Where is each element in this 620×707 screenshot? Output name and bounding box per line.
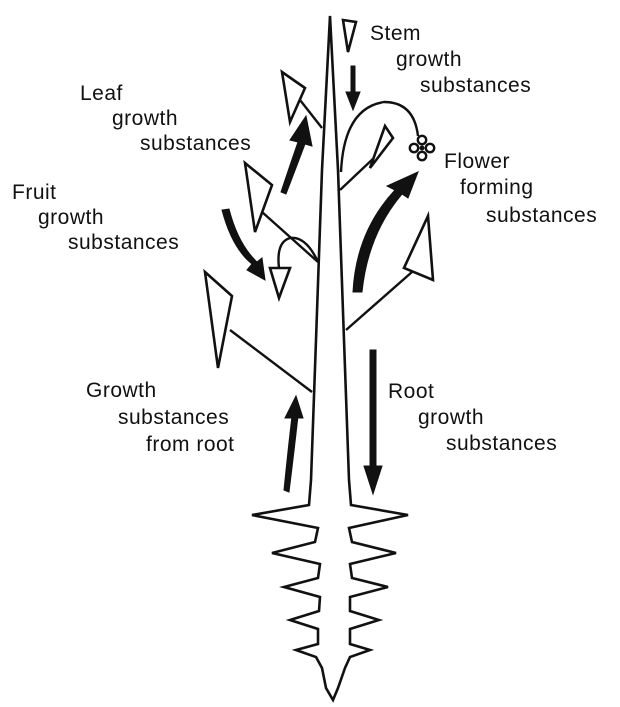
leaf-middle-left (245, 163, 272, 232)
label-leaf: Leaf growth substances (80, 82, 251, 155)
label-fruit: Fruit growth substances (12, 181, 179, 254)
leaf-flow-up-arrow (281, 116, 312, 194)
flower-icon (410, 136, 434, 160)
label-stem: Stem growth substances (370, 22, 531, 97)
root-to-shoot-flow-up-arrow (284, 396, 303, 492)
leaf-upper-right (370, 126, 393, 168)
leaf-lower-left (205, 272, 232, 368)
stem-flow-down-arrow (346, 66, 360, 110)
plant-stem-and-root (252, 16, 408, 700)
fruit (270, 268, 290, 298)
petiole-lower-left (230, 330, 312, 392)
petiole-upper-right (340, 156, 376, 190)
leaf-top-right (343, 20, 356, 52)
label-flower: Flower forming substances (444, 150, 597, 227)
leaf-middle-right (404, 216, 433, 280)
fruit-stalk (278, 238, 318, 268)
leaf-upper-left (282, 72, 305, 122)
root-flow-down-arrow (364, 350, 382, 494)
label-growth-from-root: Growth substances from root (86, 379, 236, 456)
label-root: Root growth substances (388, 380, 557, 455)
flower-stalk (341, 102, 418, 172)
